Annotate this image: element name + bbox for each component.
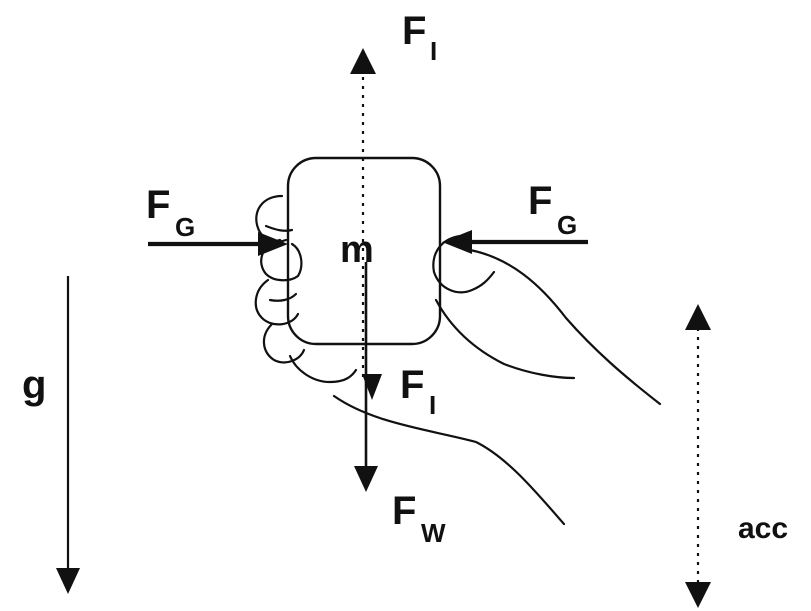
label-grip-force-left-main: F bbox=[146, 183, 170, 227]
hand-outline bbox=[254, 194, 662, 526]
wrist-lower bbox=[332, 394, 566, 526]
label-grip-force-left: F G bbox=[146, 183, 195, 242]
hand-back bbox=[468, 248, 662, 406]
label-mass: m bbox=[340, 229, 374, 271]
label-gravity: g bbox=[22, 363, 46, 407]
label-weight-force-sub: W bbox=[421, 518, 446, 548]
thumb bbox=[432, 234, 496, 294]
label-acceleration: acc bbox=[738, 512, 788, 545]
gravity-arrowhead bbox=[56, 568, 80, 594]
little-finger bbox=[262, 322, 306, 364]
label-grip-force-left-sub: G bbox=[175, 212, 195, 242]
ring-finger bbox=[254, 278, 300, 326]
thenar bbox=[434, 298, 576, 380]
inertial-force-up-arrowhead bbox=[350, 48, 376, 74]
acceleration-up-arrowhead bbox=[685, 304, 711, 330]
grip-force-right-arrowhead bbox=[442, 230, 472, 254]
label-inertial-force-down-sub: I bbox=[429, 390, 436, 420]
label-inertial-force-down: F I bbox=[400, 363, 436, 420]
label-grip-force-right: F G bbox=[528, 179, 577, 240]
label-inertial-force-up-sub: I bbox=[430, 36, 437, 66]
label-grip-force-right-main: F bbox=[528, 179, 552, 223]
label-weight-force-main: F bbox=[392, 489, 416, 533]
finger-crease-2 bbox=[268, 292, 298, 302]
acceleration-down-arrowhead bbox=[685, 582, 711, 608]
label-weight-force: F W bbox=[392, 489, 446, 548]
label-inertial-force-up-main: F bbox=[402, 9, 426, 53]
label-inertial-force-down-main: F bbox=[400, 363, 424, 407]
grip-force-left-arrowhead bbox=[258, 232, 288, 256]
finger-crease-1 bbox=[264, 224, 294, 232]
weight-force-arrowhead bbox=[354, 466, 378, 492]
label-grip-force-right-sub: G bbox=[557, 210, 577, 240]
palm-edge bbox=[288, 354, 358, 384]
label-inertial-force-up: F I bbox=[402, 9, 437, 66]
